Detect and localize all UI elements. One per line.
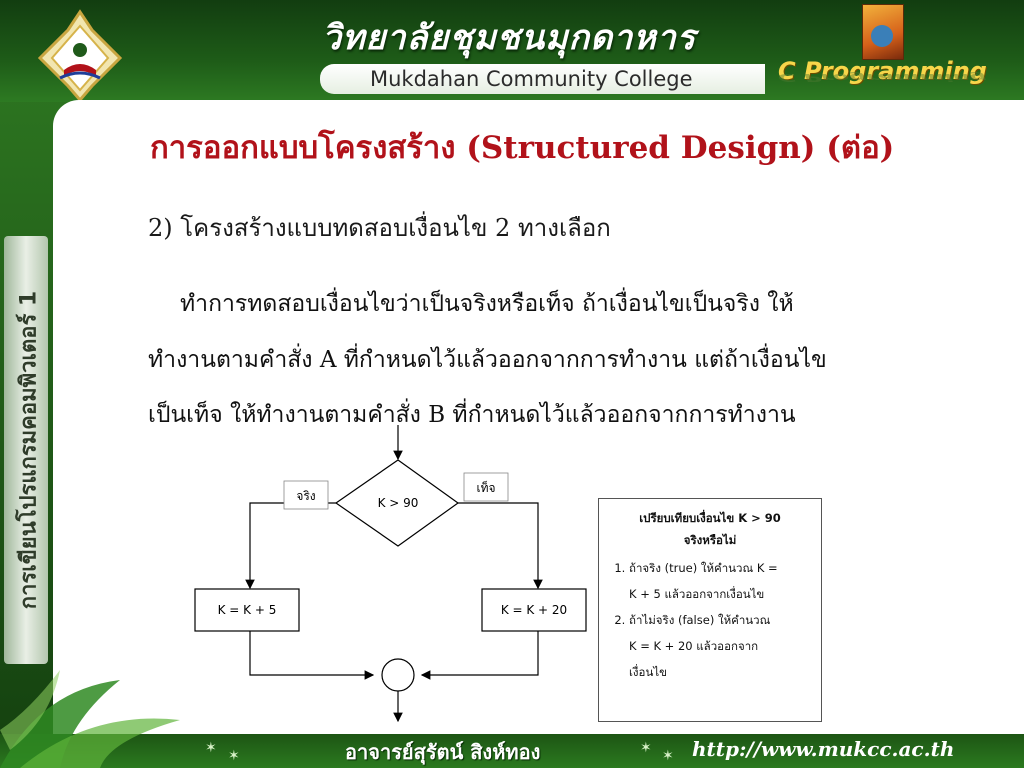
college-name-english: Mukdahan Community College bbox=[370, 67, 693, 91]
paragraph-line-1: ทำการทดสอบเงื่อนไขว่าเป็นจริงหรือเท็จ ถ้… bbox=[180, 291, 794, 317]
comparison-note-box: เปรียบเทียบเงื่อนไข K > 90 จริงหรือไม่ ถ… bbox=[598, 498, 822, 722]
comparison-item-true-line-2: K + 5 แล้วออกจากเงื่อนไข bbox=[629, 587, 765, 601]
comparison-title-line-1: เปรียบเทียบเงื่อนไข K > 90 bbox=[639, 511, 781, 525]
college-emblem-logo bbox=[37, 9, 123, 103]
comparison-item-false: ถ้าไม่จริง (false) ให้คำนวณ K = K + 20 แล… bbox=[629, 607, 811, 685]
false-merge-line bbox=[420, 631, 539, 680]
comparison-item-true: ถ้าจริง (true) ให้คำนวณ K = K + 5 แล้วออก… bbox=[629, 555, 811, 607]
false-label-box bbox=[463, 472, 509, 502]
false-branch-line bbox=[458, 502, 543, 590]
comparison-title-line-2: จริงหรือไม่ bbox=[683, 533, 737, 547]
book-cover-icon bbox=[862, 4, 904, 60]
sidebar-tab bbox=[4, 236, 48, 664]
course-title: C Programming bbox=[778, 57, 987, 85]
comparison-item-false-line-2: K = K + 20 แล้วออกจาก bbox=[629, 639, 759, 653]
footer-bar bbox=[0, 734, 1024, 768]
connector-circle bbox=[381, 658, 415, 692]
leaf-decoration bbox=[0, 670, 180, 768]
true-action-box bbox=[194, 588, 300, 632]
sparkle-icon: ✶ bbox=[228, 748, 240, 764]
section-subheading: 2) โครงสร้างแบบทดสอบเงื่อนไข 2 ทางเลือก bbox=[148, 214, 611, 242]
paragraph-line-2: ทำงานตามคำสั่ง A ที่กำหนดไว้แล้วออกจากกา… bbox=[148, 347, 827, 373]
true-label: จริง bbox=[296, 489, 315, 503]
sparkle-icon: ✶ bbox=[205, 740, 217, 756]
true-label-box bbox=[283, 480, 329, 510]
college-name-thai: วิทยาลัยชุมชนมุกดาหาร bbox=[322, 18, 697, 58]
comparison-item-true-line-1: ถ้าจริง (true) ให้คำนวณ K = bbox=[629, 561, 778, 575]
flowchart: K > 90 K = K + 5 K = K + 20 จริง เท็จ bbox=[194, 425, 587, 723]
sparkle-icon: ✶ bbox=[640, 740, 652, 756]
instructor-name: อาจารย์สุรัตน์ สิงห์ทอง bbox=[345, 740, 541, 764]
slide-title: การออกแบบโครงสร้าง (Structured Design) (… bbox=[150, 130, 895, 166]
decision-condition: K > 90 bbox=[378, 496, 419, 510]
false-action-box bbox=[481, 588, 587, 632]
decision-diamond bbox=[334, 459, 460, 547]
website-url: http://www.mukcc.ac.th bbox=[692, 737, 955, 761]
sidebar-label: การเขียนโปรแกรมคอมพิวเตอร์ 1 bbox=[16, 290, 42, 610]
true-action-text: K = K + 5 bbox=[218, 603, 277, 617]
comparison-item-false-line-3: เงื่อนไข bbox=[629, 665, 667, 679]
college-name-banner bbox=[320, 64, 765, 94]
false-action-text: K = K + 20 bbox=[501, 603, 567, 617]
sparkle-icon: ✶ bbox=[662, 748, 674, 764]
comparison-list: ถ้าจริง (true) ให้คำนวณ K = K + 5 แล้วออก… bbox=[609, 555, 811, 685]
false-label: เท็จ bbox=[476, 480, 495, 495]
true-branch-line bbox=[245, 502, 336, 590]
paragraph-line-3: เป็นเท็จ ให้ทำงานตามคำสั่ง B ที่กำหนดไว้… bbox=[148, 402, 796, 428]
course-title-reflection: C Programming bbox=[778, 71, 987, 84]
true-merge-line bbox=[249, 631, 375, 680]
comparison-item-false-line-1: ถ้าไม่จริง (false) ให้คำนวณ bbox=[629, 613, 771, 627]
